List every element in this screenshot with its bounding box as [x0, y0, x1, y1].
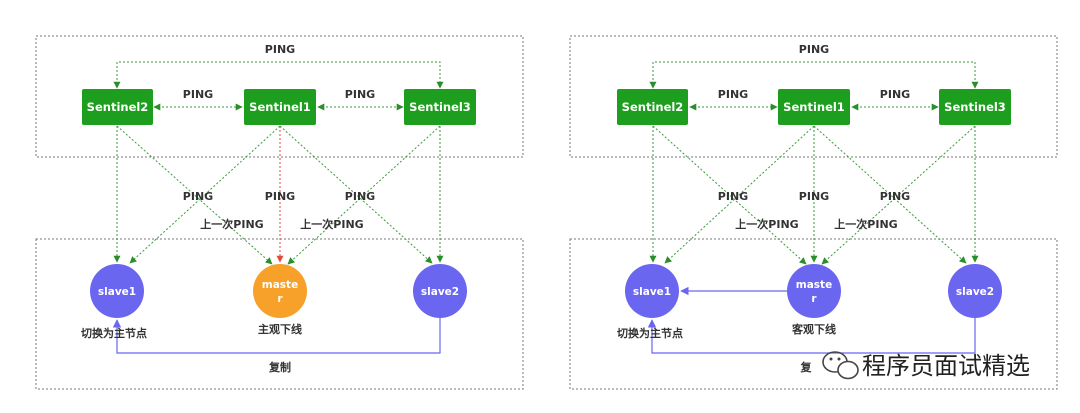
watermark: 程序员面试精选 [822, 351, 1030, 380]
slave2-node: slave2 [413, 264, 467, 318]
ping-label-right: PING [880, 88, 910, 101]
last-ping-label-right: 上一次PING [300, 217, 363, 231]
master-node: maste r [253, 264, 307, 318]
ping-label-diag-middle: PING [265, 190, 295, 203]
ping-line-s1-slave1 [129, 125, 281, 264]
svg-text:Sentinel3: Sentinel3 [409, 100, 471, 114]
last-ping-label-left: 上一次PING [735, 217, 798, 231]
slave1-caption: 切换为主节点 [81, 326, 147, 340]
svg-text:Sentinel2: Sentinel2 [87, 100, 149, 114]
slave1-caption: 切换为主节点 [617, 326, 683, 340]
svg-text:slave1: slave1 [633, 286, 671, 298]
master-node: maste r [787, 264, 841, 318]
watermark-text: 程序员面试精选 [862, 352, 1030, 380]
svg-text:slave2: slave2 [956, 286, 994, 298]
wechat-icon [822, 351, 859, 380]
svg-text:Sentinel3: Sentinel3 [944, 100, 1006, 114]
svg-text:slave2: slave2 [421, 286, 459, 298]
ping-label-diag-middle: PING [799, 190, 829, 203]
slave1-node: slave1 [625, 264, 679, 318]
ping-label-top: PING [799, 43, 829, 56]
ping-label-left: PING [718, 88, 748, 101]
ping-line-top [649, 61, 979, 89]
last-ping-label-right: 上一次PING [834, 217, 897, 231]
left-panel: PING PING PING PING PING PING 上一次PING 上一… [35, 35, 524, 390]
redis-group-box [35, 238, 524, 390]
right-panel: PING PING PING PING PING PING 上一次PING 上一… [569, 35, 1058, 390]
sentinel3-node: Sentinel3 [939, 89, 1011, 125]
svg-text:Sentinel2: Sentinel2 [622, 100, 684, 114]
ping-line-top [113, 61, 444, 89]
ping-label-diag-left: PING [183, 190, 213, 203]
slave2-node: slave2 [948, 264, 1002, 318]
sentinel1-node: Sentinel1 [778, 89, 850, 125]
svg-text:maste: maste [262, 279, 298, 291]
svg-text:r: r [811, 293, 817, 305]
ping-label-diag-right: PING [880, 190, 910, 203]
replicate-line [112, 318, 441, 354]
sentinel2-node: Sentinel2 [617, 89, 688, 125]
sentinel2-node: Sentinel2 [82, 89, 153, 125]
last-ping-label-left: 上一次PING [200, 217, 263, 231]
ping-line-s2-master [116, 125, 273, 265]
master-caption: 客观下线 [791, 322, 836, 336]
redis-group-box [569, 238, 1058, 390]
replicate-caption: 复制 [268, 360, 291, 374]
slave1-node: slave1 [90, 264, 144, 318]
ping-label-diag-right: PING [345, 190, 375, 203]
svg-text:Sentinel1: Sentinel1 [249, 100, 311, 114]
svg-text:Sentinel1: Sentinel1 [783, 100, 845, 114]
ping-label-diag-left: PING [718, 190, 748, 203]
svg-text:r: r [277, 293, 283, 305]
sentinel1-node: Sentinel1 [244, 89, 316, 125]
svg-text:slave1: slave1 [98, 286, 136, 298]
ping-label-top: PING [265, 43, 295, 56]
replicate-caption: 复 [800, 360, 813, 374]
master-caption: 主观下线 [258, 322, 302, 336]
ping-label-left: PING [183, 88, 213, 101]
svg-text:maste: maste [796, 279, 832, 291]
ping-line-s1-slave1 [664, 125, 815, 264]
sentinel3-node: Sentinel3 [404, 89, 476, 125]
ping-label-right: PING [345, 88, 375, 101]
replicate-line [647, 318, 976, 354]
